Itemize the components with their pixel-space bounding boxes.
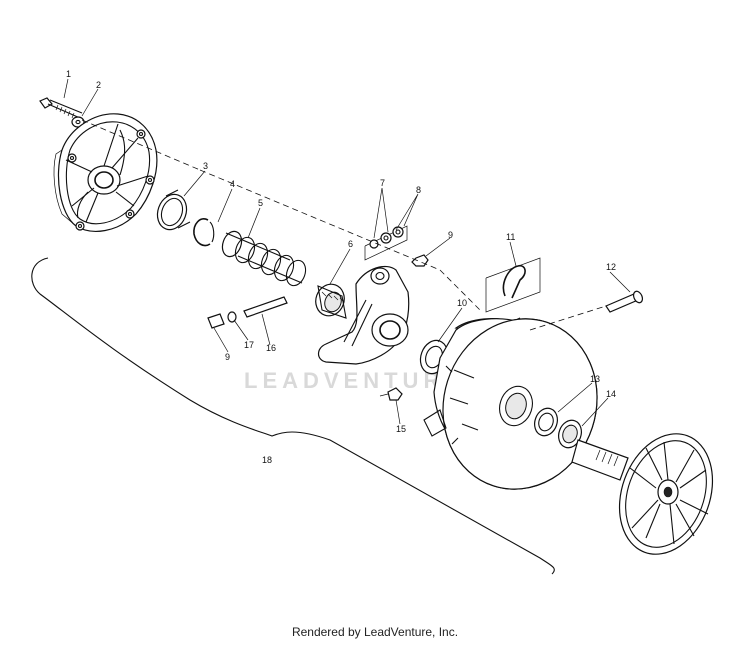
footer-credit: Rendered by LeadVenture, Inc. [291, 625, 459, 639]
part-5-spring [221, 230, 307, 287]
bracket-18 [31, 257, 555, 575]
callout-10: 10 [457, 298, 467, 308]
callout-4: 4 [230, 179, 235, 189]
callout-12: 12 [606, 262, 616, 272]
callout-2: 2 [96, 80, 101, 90]
callout-14: 14 [606, 389, 616, 399]
part-1-bolt [39, 97, 83, 119]
part-6-cam [315, 283, 347, 319]
callout-8: 8 [416, 185, 421, 195]
callout-11: 11 [506, 232, 515, 242]
part-14-ring [558, 419, 582, 449]
callout-7: 7 [380, 178, 385, 188]
part-3-bushing [156, 189, 191, 231]
part-7-8-rollers [364, 225, 408, 261]
watermark-text: LEADVENTURE [244, 368, 465, 393]
callout-labels: 1 2 3 4 5 6 7 8 9 11 12 10 13 14 15 16 1… [66, 69, 616, 465]
leader-lines [63, 78, 631, 427]
centerline [81, 119, 607, 331]
moveable-sheave [423, 317, 598, 490]
callout-9-upper: 9 [448, 230, 453, 240]
part-16-17-pin-assembly [207, 296, 288, 329]
callout-9-lower: 9 [225, 352, 230, 362]
clutch-cover [53, 113, 158, 232]
part-13-ring [534, 407, 558, 437]
part-15-bolt [379, 387, 403, 401]
part-11-clip [485, 257, 541, 313]
callout-18: 18 [262, 455, 272, 465]
callout-6: 6 [348, 239, 353, 249]
callout-3: 3 [203, 161, 208, 171]
callout-15: 15 [396, 424, 406, 434]
part-12-pin [605, 290, 644, 313]
callout-17: 17 [244, 340, 254, 350]
callout-1: 1 [66, 69, 71, 79]
callout-16: 16 [266, 343, 276, 353]
clutch-arm [317, 265, 410, 365]
callout-13: 13 [590, 374, 600, 384]
fixed-sheave [571, 433, 714, 555]
callout-5: 5 [258, 198, 263, 208]
part-4-snap-ring [193, 218, 215, 247]
